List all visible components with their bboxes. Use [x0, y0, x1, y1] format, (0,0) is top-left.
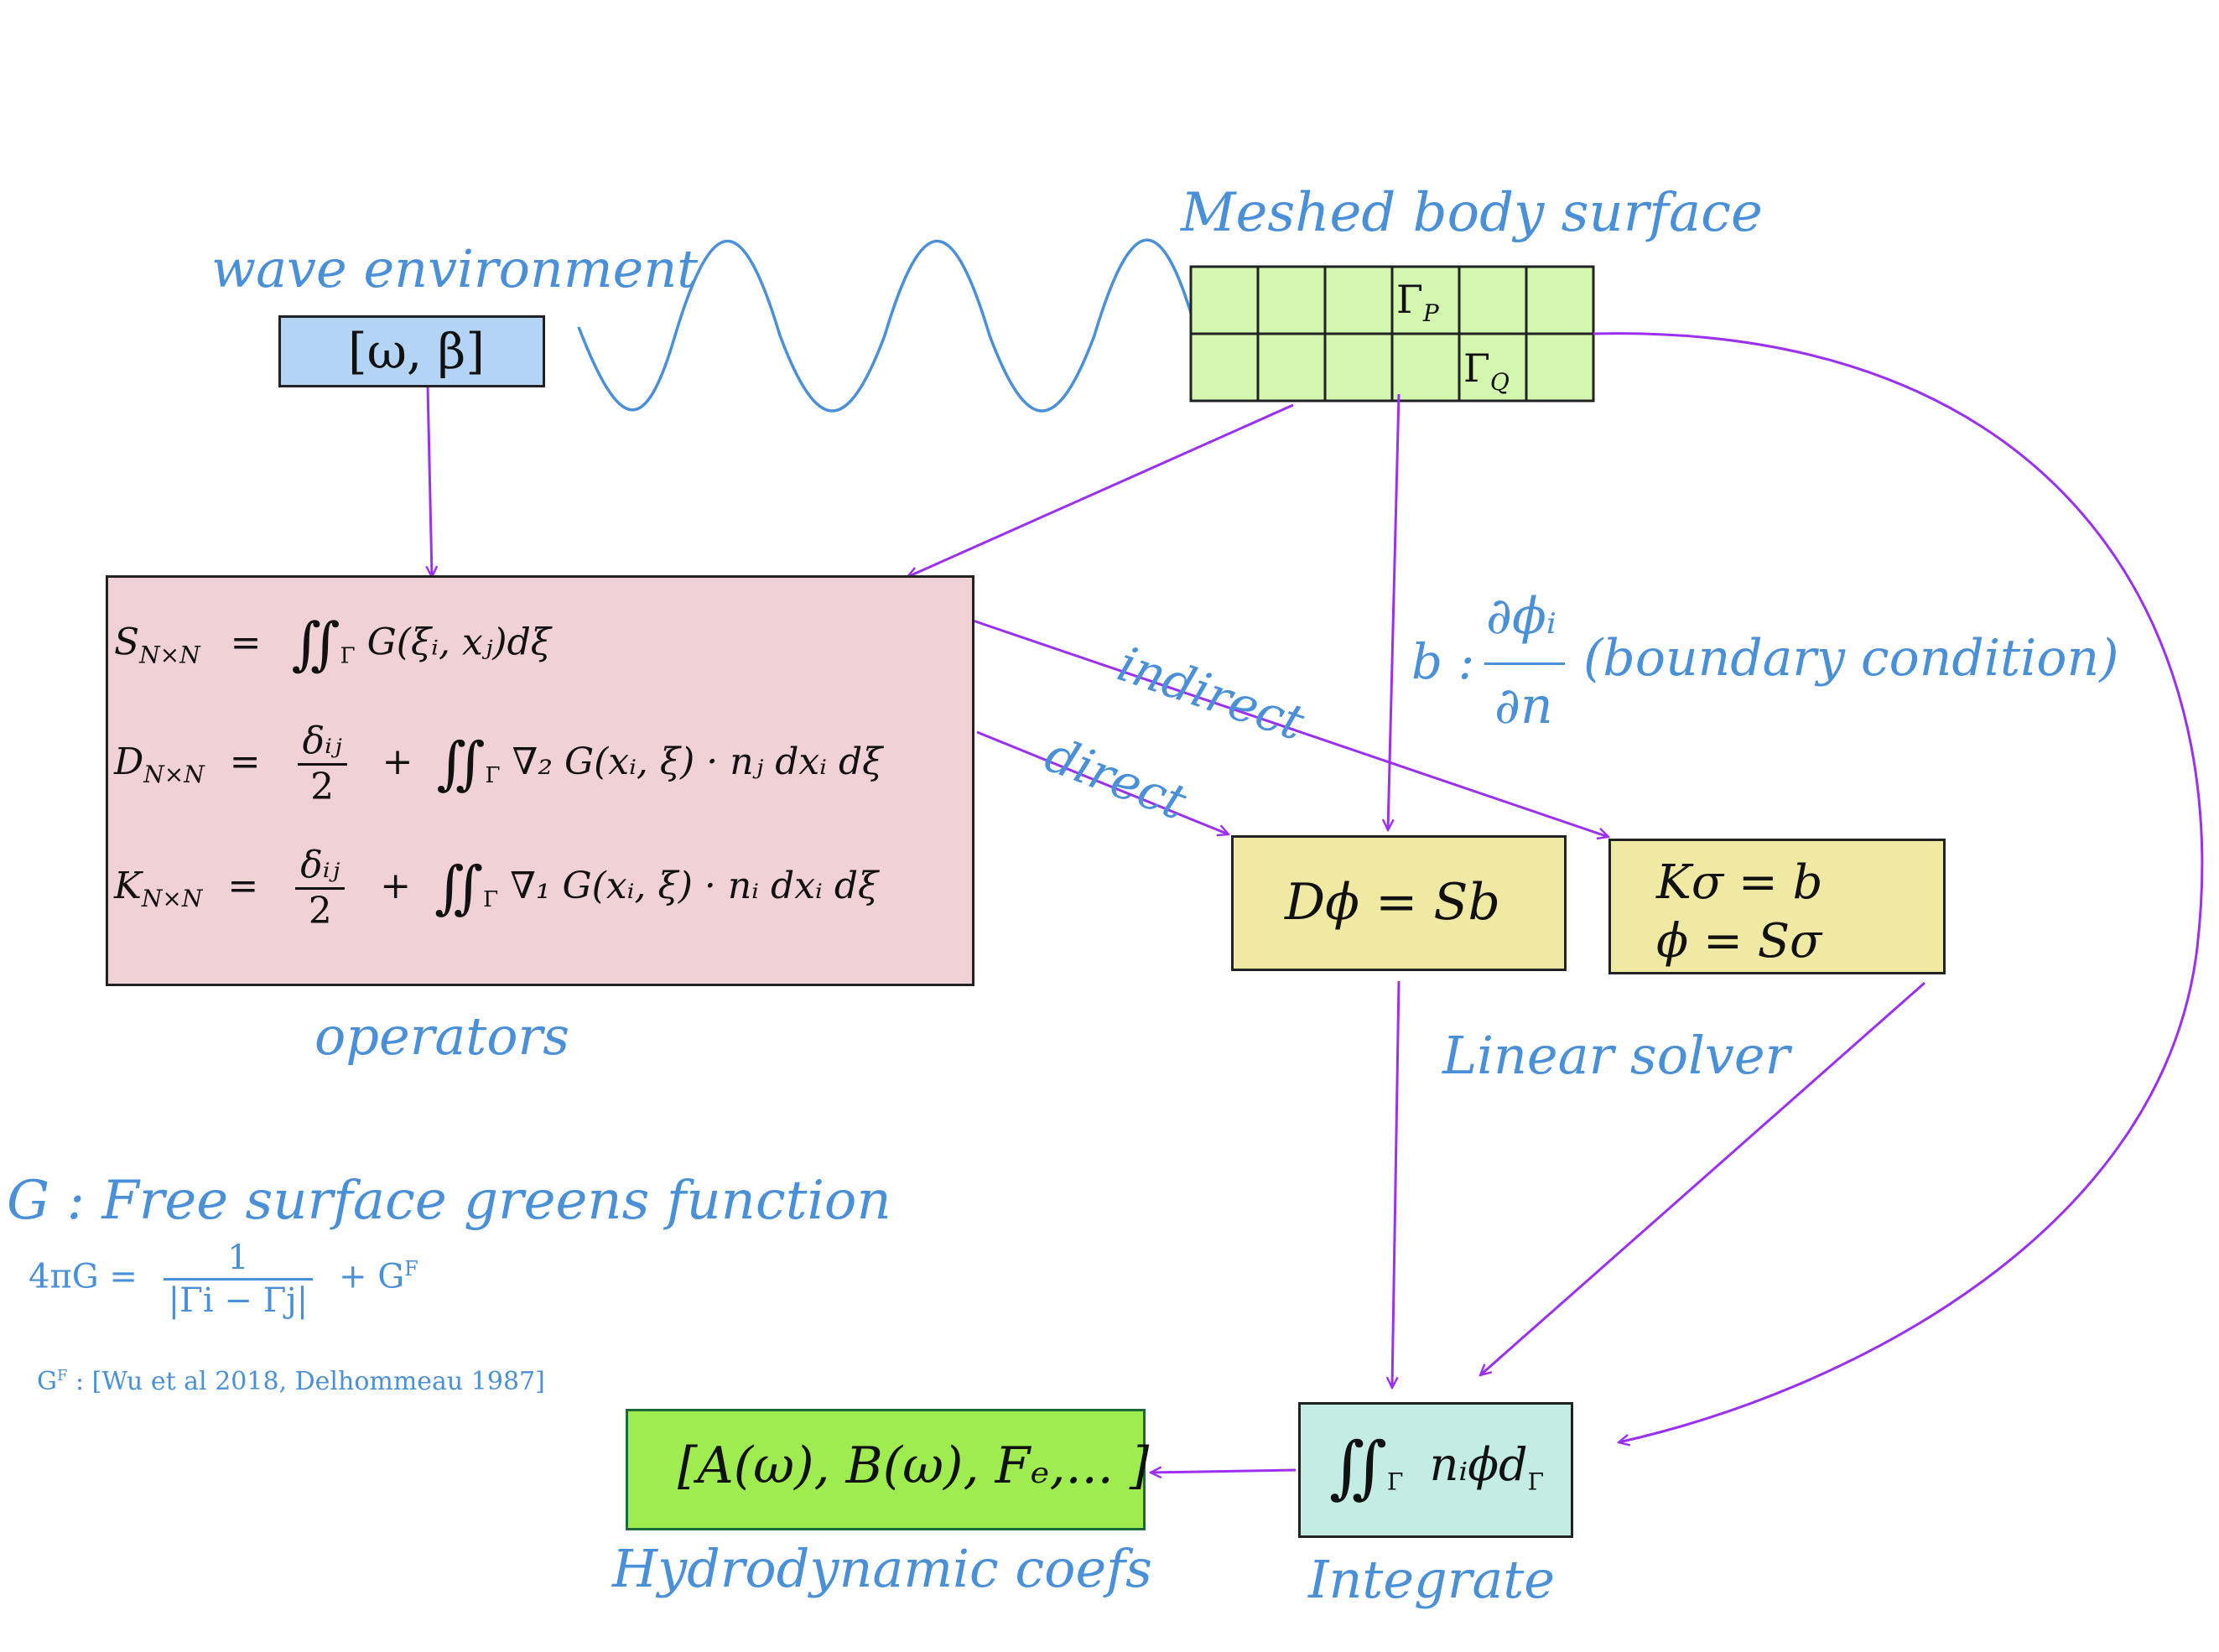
arrow-mesh-to-integrate — [1593, 332, 2204, 1442]
hydrodynamic-coefs-label: Hydrodynamic coefs — [612, 1538, 1152, 1599]
direct-solver-box — [1231, 835, 1567, 971]
arrow-wave-to-operators — [428, 385, 432, 577]
green-function-title: G : Free surface greens function — [7, 1170, 891, 1232]
direct-solver-equation: Dϕ = Sb — [1285, 873, 1500, 932]
wave-params-text: [ω, β] — [348, 323, 485, 380]
arrow-direct-to-integrate — [1392, 980, 1401, 1388]
operators-label: operators — [314, 1005, 570, 1067]
indirect-solver-box — [1608, 839, 1946, 974]
wave-curve — [577, 238, 1197, 413]
integrate-expression: ∬Γ nᵢϕdΓ — [1329, 1428, 1545, 1507]
wave-environment-label: wave environment — [211, 238, 699, 299]
arrow-mesh-to-operators — [907, 403, 1294, 577]
operators-box — [106, 575, 974, 986]
boundary-condition-b: b : — [1411, 633, 1475, 690]
indirect-solver-equation-2: ϕ = Sσ — [1656, 914, 1822, 969]
boundary-condition-numerator: ∂ϕᵢ — [1486, 587, 1556, 646]
arrow-mesh-to-direct — [1388, 393, 1401, 830]
boundary-condition-label: (boundary condition) — [1583, 629, 2119, 688]
integrate-box — [1298, 1402, 1573, 1538]
boundary-condition-fraction-bar — [1484, 662, 1565, 665]
arrow-indirect-to-integrate — [1480, 981, 1925, 1375]
boundary-condition-denominator: ∂n — [1494, 677, 1553, 735]
green-function-equation: 4πG = 1 |Γi − Γj| + GF — [29, 1239, 418, 1320]
mesh-grid — [1189, 265, 1595, 403]
operator-s-equation: SN×N = ∬Γ G(ξᵢ, xⱼ)dξ — [114, 611, 552, 678]
mesh-cell-gamma-p: ΓP — [1396, 277, 1439, 328]
wave-params-box — [278, 315, 545, 387]
indirect-solver-equation-1: Kσ = b — [1656, 855, 1823, 910]
arrow-direct — [976, 730, 1229, 834]
mesh-cell-gamma-q: ΓQ — [1463, 345, 1510, 397]
hydrodynamic-coefs-text: [A(ω), B(ω), Fₑ,... ] — [678, 1436, 1150, 1495]
integrate-label: Integrate — [1308, 1549, 1555, 1610]
arrow-indirect — [972, 619, 1608, 837]
green-function-reference: GF : [Wu et al 2018, Delhommeau 1987] — [37, 1367, 545, 1396]
meshed-body-surface-label: Meshed body surface — [1181, 182, 1763, 244]
hydrodynamic-coefs-box — [626, 1409, 1146, 1530]
linear-solver-label: Linear solver — [1442, 1025, 1790, 1086]
arrow-integrate-to-coefs — [1151, 1470, 1297, 1473]
